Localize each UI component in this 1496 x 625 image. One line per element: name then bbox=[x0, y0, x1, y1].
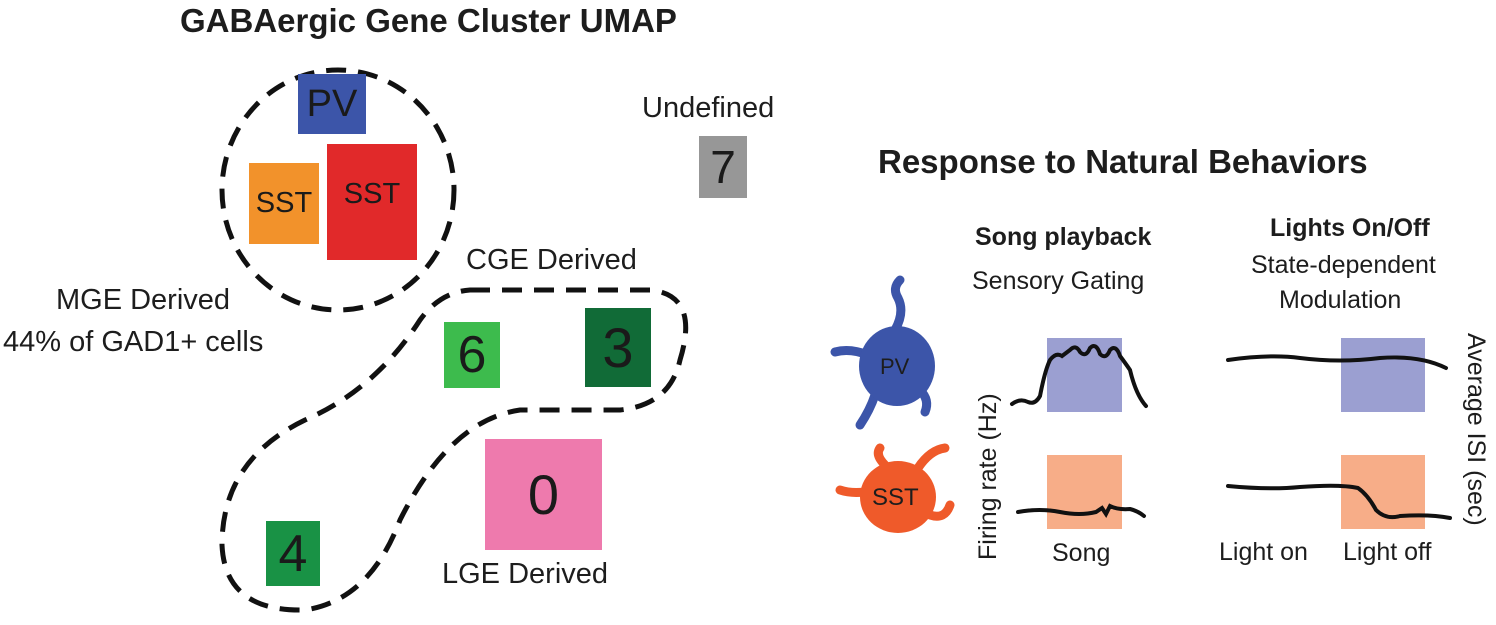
lights-title: Lights On/Off bbox=[1270, 214, 1430, 242]
pv-neuron-label: PV bbox=[880, 354, 910, 379]
cluster-0: 0 bbox=[485, 439, 602, 550]
sst-neuron-icon bbox=[835, 443, 955, 533]
cluster-sst-large-label: SST bbox=[343, 178, 401, 210]
pv-lights-trace bbox=[1226, 354, 1448, 370]
lge-label: LGE Derived bbox=[442, 558, 609, 590]
cluster-sst-small-label: SST bbox=[255, 187, 313, 219]
cluster-6: 6 bbox=[444, 322, 500, 388]
sst-lights-trace bbox=[1226, 483, 1452, 520]
cluster-4: 4 bbox=[266, 521, 320, 586]
cluster-sst-large: SST bbox=[327, 144, 417, 260]
pv-lights-shade bbox=[1341, 338, 1425, 412]
cluster-pv: PV bbox=[298, 74, 366, 134]
song-subtitle: Sensory Gating bbox=[972, 267, 1145, 295]
light-on-label: Light on bbox=[1219, 538, 1308, 566]
mge-percent: 44% of GAD1+ cells bbox=[3, 326, 264, 358]
song-title: Song playback bbox=[975, 223, 1152, 251]
mge-label: MGE Derived bbox=[56, 284, 231, 316]
cge-label: CGE Derived bbox=[466, 244, 637, 276]
behavior-title: Response to Natural Behaviors bbox=[878, 143, 1368, 180]
cge-outline bbox=[219, 287, 689, 613]
pv-neuron-icon bbox=[830, 275, 935, 430]
sst-song-shade bbox=[1047, 455, 1122, 529]
cluster-3: 3 bbox=[585, 308, 651, 387]
cluster-pv-label: PV bbox=[306, 83, 358, 125]
lights-subtitle-1: State-dependent bbox=[1251, 251, 1436, 279]
song-label: Song bbox=[1052, 539, 1111, 567]
lights-subtitle-2: Modulation bbox=[1279, 286, 1402, 314]
cluster-6-label: 6 bbox=[457, 326, 487, 384]
sst-song-trace bbox=[1016, 503, 1146, 518]
cluster-3-label: 3 bbox=[602, 315, 634, 379]
light-off-label: Light off bbox=[1343, 538, 1432, 566]
pv-song-trace bbox=[1010, 344, 1148, 408]
mge-outline bbox=[219, 67, 457, 313]
sst-neuron-label: SST bbox=[872, 484, 919, 511]
cluster-0-label: 0 bbox=[527, 462, 560, 526]
cluster-7: 7 bbox=[699, 136, 747, 198]
undefined-label: Undefined bbox=[642, 92, 775, 124]
cluster-7-label: 7 bbox=[710, 141, 736, 193]
cluster-4-label: 4 bbox=[278, 524, 308, 583]
umap-title: GABAergic Gene Cluster UMAP bbox=[180, 2, 677, 39]
cluster-sst-small: SST bbox=[249, 163, 319, 244]
